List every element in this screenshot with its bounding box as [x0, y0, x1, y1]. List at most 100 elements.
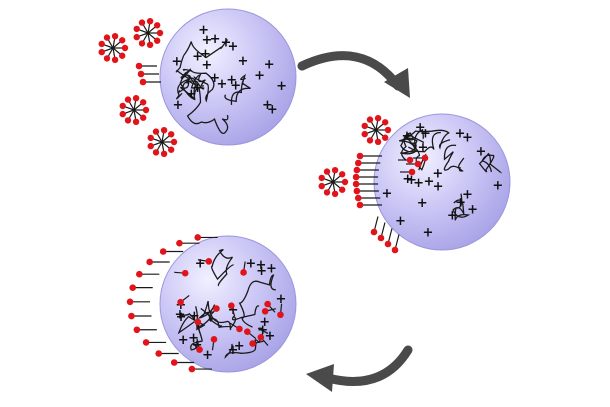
surfactant: [406, 160, 422, 168]
surfactant-head: [323, 168, 331, 175]
surfactant-head: [177, 298, 184, 306]
positive-charge: +: [210, 32, 221, 47]
positive-charge: +: [264, 58, 275, 73]
surfactant-head: [133, 25, 140, 33]
surfactant-head: [353, 187, 361, 195]
charge-group: ++++++++++++++++++++++: [171, 23, 287, 117]
positive-charge: +: [198, 23, 209, 38]
polymer-chain: [197, 300, 232, 331]
positive-charge: +: [467, 203, 478, 218]
positive-charge: +: [174, 308, 185, 323]
surfactant-head: [111, 32, 119, 40]
polymer-chain: [443, 144, 465, 172]
positive-charge: +: [228, 343, 239, 358]
surfactant-head: [374, 114, 382, 122]
surfactant-head: [126, 298, 134, 306]
surfactant: [228, 302, 236, 317]
surfactant-head: [156, 29, 164, 37]
surfactant: [188, 365, 212, 373]
surfactant-head: [103, 55, 111, 62]
surfactant-head: [338, 171, 346, 178]
surfactant: [398, 156, 414, 164]
positive-charge: +: [176, 310, 187, 325]
surfactant-head: [384, 240, 392, 248]
surfactant-head: [414, 160, 422, 168]
surfactant: [257, 333, 269, 346]
surfactant-head: [138, 40, 146, 47]
positive-charge: +: [462, 131, 473, 146]
positive-charge: +: [406, 173, 417, 188]
surfactant-head: [133, 33, 140, 41]
embedded-surfactants: [174, 258, 284, 353]
surfactant-head: [160, 150, 168, 158]
surfactant: [354, 194, 381, 202]
surfactant: [176, 239, 200, 247]
arrow-1-to-2: [297, 51, 403, 91]
positive-charge: +: [192, 50, 203, 65]
surfactant: [377, 222, 386, 242]
positive-charge: +: [266, 262, 277, 277]
micelle: [147, 126, 178, 158]
polymer-chain: [210, 248, 234, 287]
surfactant: [353, 187, 379, 195]
positive-charge: +: [188, 331, 199, 346]
positive-charge: +: [422, 225, 433, 240]
polymer-chains: [175, 39, 251, 135]
surfactant: [353, 166, 379, 174]
surfactant-head: [167, 146, 175, 153]
positive-charge: +: [413, 176, 424, 191]
surfactant-head: [181, 269, 189, 277]
polymer-chain: [175, 39, 229, 80]
polymer-chain: [176, 77, 198, 101]
positive-charge: +: [276, 79, 287, 94]
surfactant: [133, 326, 157, 334]
surfactant-head: [213, 305, 220, 312]
surfactant: [139, 78, 161, 86]
surfactant: [128, 312, 152, 320]
surfactant: [354, 159, 381, 167]
surfactant: [197, 258, 213, 265]
micelle: [119, 94, 150, 126]
surfactant: [129, 284, 153, 291]
transition-arrows: [297, 51, 413, 392]
surfactant-head: [103, 34, 111, 41]
adsorbed-surfactants: [126, 234, 218, 373]
positive-charge: +: [172, 98, 183, 113]
surfactant-head: [331, 166, 339, 174]
surfactant: [352, 173, 379, 181]
surfactant-head: [147, 134, 154, 142]
surfactant: [196, 338, 203, 353]
positive-charge: +: [455, 196, 466, 211]
surfactant-head: [205, 258, 213, 265]
surfactant-head: [137, 70, 145, 78]
surfactant: [356, 201, 382, 209]
positive-charge: +: [432, 167, 443, 182]
surfactant: [370, 216, 379, 236]
surfactant-head: [370, 228, 378, 236]
surfactant-head: [142, 106, 150, 114]
surfactant: [384, 228, 393, 248]
polymer-chain: [452, 193, 471, 221]
positive-charge: +: [420, 127, 431, 142]
positive-charge: +: [259, 315, 270, 330]
surfactant: [208, 305, 220, 318]
surfactant-head: [155, 350, 163, 357]
positive-charge: +: [201, 58, 212, 73]
surfactant-head: [124, 96, 132, 103]
surfactant-head: [421, 154, 429, 162]
positive-charge: +: [234, 339, 245, 354]
surfactant-head: [119, 102, 126, 110]
positive-charge: +: [171, 55, 182, 70]
surfactant-head: [129, 284, 137, 291]
adsorbed-surfactants: [135, 62, 161, 86]
surfactant-head: [323, 189, 331, 196]
surfactant-head: [118, 52, 126, 59]
surfactant: [142, 339, 167, 346]
positive-charge: +: [256, 258, 267, 273]
positive-charge: +: [256, 264, 267, 279]
arrowhead-1: [384, 68, 410, 98]
positive-charge: +: [415, 121, 426, 136]
micelle-group: [98, 17, 178, 158]
surfactant: [126, 298, 151, 306]
surfactant-head: [210, 335, 218, 343]
